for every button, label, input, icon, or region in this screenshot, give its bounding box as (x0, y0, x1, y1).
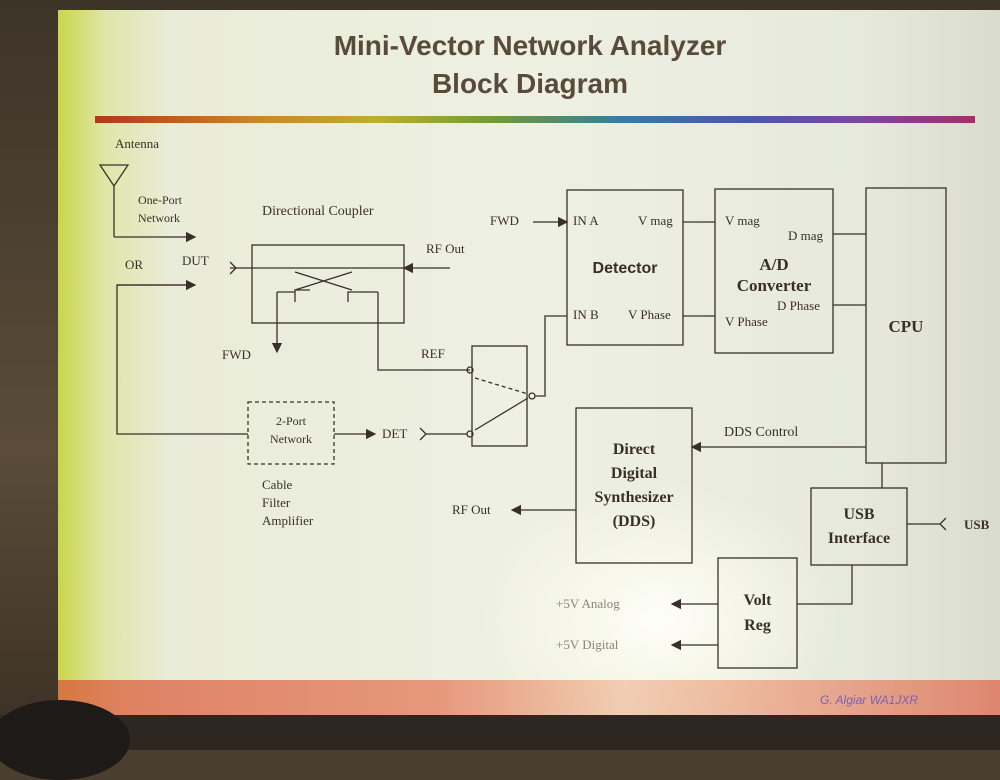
dut-connector-icon (229, 261, 237, 275)
two-port-network-box (247, 401, 335, 465)
d-mag-label: D mag (788, 228, 824, 243)
ref-line (377, 292, 470, 371)
volt-reg-label-2: Reg (744, 617, 771, 634)
antenna-label: Antenna (115, 136, 160, 151)
block-diagram (98, 164, 947, 669)
dds-label-2: Digital (610, 465, 658, 482)
analog-label: +5V Analog (556, 596, 620, 611)
switch-to-inb (535, 315, 567, 397)
detector-label: Detector (592, 260, 658, 277)
two-port-label-1: 2-Port (276, 414, 306, 428)
one-port-label-2: Network (138, 211, 180, 225)
switch-common-contact (528, 392, 536, 400)
slide-subtitle: Block Diagram (431, 68, 629, 99)
switch-ref-contact (466, 366, 474, 374)
detector-box (566, 189, 684, 346)
dds-label-4: (DDS) (612, 513, 656, 530)
bottom-glow (58, 680, 1000, 720)
usb-interface-box (810, 487, 908, 566)
cpu-label: CPU (888, 317, 924, 336)
title-divider (95, 116, 975, 123)
in-b-label: IN B (573, 307, 599, 322)
ad-label-1: A/D (759, 255, 789, 274)
usb-label-1: USB (843, 506, 875, 523)
coupler-ref-tap (347, 291, 378, 302)
coupler-fwd-tap (294, 289, 310, 302)
switch-arm (474, 397, 529, 431)
antenna-icon (98, 164, 130, 188)
author-credit: G. Algiar WA1JXR (820, 693, 919, 707)
cable-label: Cable (262, 477, 293, 492)
in-a-label: IN A (573, 213, 599, 228)
det-label: DET (382, 426, 408, 441)
two-port-label-2: Network (270, 432, 312, 446)
det-connector-icon (419, 427, 427, 441)
or-label: OR (125, 257, 144, 272)
dds-label-1: Direct (612, 441, 656, 458)
projection-screen (58, 10, 1000, 715)
v-phase-out-label: V Phase (628, 307, 671, 322)
d-phase-label: D Phase (777, 298, 820, 313)
v-mag-out-label: V mag (638, 213, 673, 228)
rf-out-top-label: RF Out (426, 241, 465, 256)
coupler-cross-b (294, 271, 353, 291)
switch-arm-dashed (474, 377, 529, 395)
fwd-label-left: FWD (222, 347, 251, 362)
ref-label: REF (421, 346, 445, 361)
usb-to-volt-reg (797, 565, 853, 605)
volt-reg-label-1: Volt (743, 592, 772, 609)
dds-label-3: Synthesizer (594, 489, 674, 506)
filter-label: Filter (262, 495, 291, 510)
directional-coupler-box (251, 244, 405, 324)
slide-title: Mini-Vector Network Analyzer (333, 30, 727, 61)
usb-label-2: Interface (827, 530, 891, 547)
dut-label: DUT (182, 253, 209, 268)
usb-connector-icon (939, 517, 947, 531)
v-phase-in-label: V Phase (725, 314, 768, 329)
one-port-label-1: One-Port (138, 193, 182, 207)
digital-label: +5V Digital (556, 637, 619, 652)
cpu-box (865, 187, 947, 464)
floor (0, 715, 1000, 750)
usb-port-label: USB (964, 517, 990, 532)
volt-reg-box (717, 557, 798, 669)
ad-converter-box (714, 188, 834, 354)
v-mag-in-label: V mag (725, 213, 760, 228)
dds-box (575, 407, 693, 564)
rf-out-dds-label: RF Out (452, 502, 491, 517)
dds-control-label: DDS Control (724, 425, 799, 440)
amplifier-label: Amplifier (262, 513, 314, 528)
fwd-input-label: FWD (490, 213, 519, 228)
ad-label-2: Converter (736, 276, 812, 295)
directional-coupler-label: Directional Coupler (262, 204, 374, 219)
switch-box (471, 345, 528, 447)
